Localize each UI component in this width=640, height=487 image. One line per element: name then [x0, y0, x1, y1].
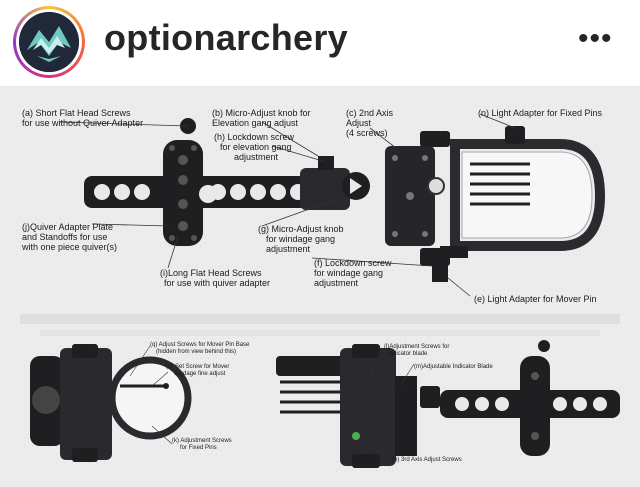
label-f-line2: for windage gang	[314, 268, 383, 278]
label-i-line1: (i)Long Flat Head Screws	[160, 268, 262, 278]
top-sight-drawing: (a) Short Flat Head Screws for use witho…	[21, 108, 606, 304]
label-k-line2: for Fixed Pins	[180, 445, 217, 451]
label-n-line1: (n) Light Adapter for Fixed Pins	[478, 108, 603, 118]
label-d-line2: windage fine adjust	[173, 371, 226, 377]
label-j-line3: with one piece quiver(s)	[21, 242, 117, 252]
post-header: optionarchery •••	[0, 0, 640, 86]
option-archery-logo	[19, 12, 79, 72]
label-c-line1: (c) 2nd Axis	[346, 108, 394, 118]
label-l-line2: Indicator blade	[388, 351, 428, 357]
label-q-line2: (hidden from view behind this)	[156, 349, 236, 355]
username-link[interactable]: optionarchery	[104, 17, 348, 58]
label-e-line1: (e) Light Adapter for Mover Pin	[474, 294, 597, 304]
label-f-line1: (f) Lockdown screw	[314, 258, 392, 268]
label-h-line2: for elevation gang	[220, 142, 292, 152]
label-a-line2: for use without Quiver Adapter	[22, 118, 143, 128]
bottom-right-sight-drawing: (q) Adjust Screws for Mover Pin Base (hi…	[129, 340, 620, 468]
label-d-line1: (d) Set Screw for Mover	[166, 364, 229, 370]
label-b-line1: (b) Micro-Adjust knob for	[212, 108, 311, 118]
label-k-line1: (k) Adjustment Screws	[172, 438, 232, 444]
label-c-line3: (4 screws)	[346, 128, 388, 138]
label-g-line1: (g) Micro-Adjust knob	[258, 224, 344, 234]
label-m-line1: (m)Adjustable Indicator Blade	[414, 364, 493, 370]
label-f-line3: adjustment	[314, 278, 359, 288]
label-q-line1: (q) Adjust Screws for Mover Pin Base	[150, 342, 250, 348]
label-b-line2: Elevation gang adjust	[212, 118, 299, 128]
label-h-line3: adjustment	[234, 152, 279, 162]
ellipsis-icon[interactable]: •••	[578, 22, 613, 55]
label-g-line3: adjustment	[266, 244, 311, 254]
avatar[interactable]	[13, 6, 85, 78]
label-j-line1: (j)Quiver Adapter Plate	[22, 222, 113, 232]
label-o-line1: (o) 3rd Axis Adjust Screws	[392, 457, 462, 463]
bottom-left-sight-drawing	[30, 344, 192, 462]
avatar-border	[16, 9, 82, 75]
post-image: (a) Short Flat Head Screws for use witho…	[0, 86, 640, 487]
label-j-line2: and Standoffs for use	[22, 232, 107, 242]
label-a-line1: (a) Short Flat Head Screws	[22, 108, 131, 118]
sight-diagram: (a) Short Flat Head Screws for use witho…	[0, 86, 640, 487]
label-i-line2: for use with quiver adapter	[164, 278, 270, 288]
label-l-line1: (l)Adjustment Screws for	[384, 344, 449, 350]
label-h-line1: (h) Lockdown screw	[214, 132, 295, 142]
label-c-line2: Adjust	[346, 118, 372, 128]
label-g-line2: for windage gang	[266, 234, 335, 244]
